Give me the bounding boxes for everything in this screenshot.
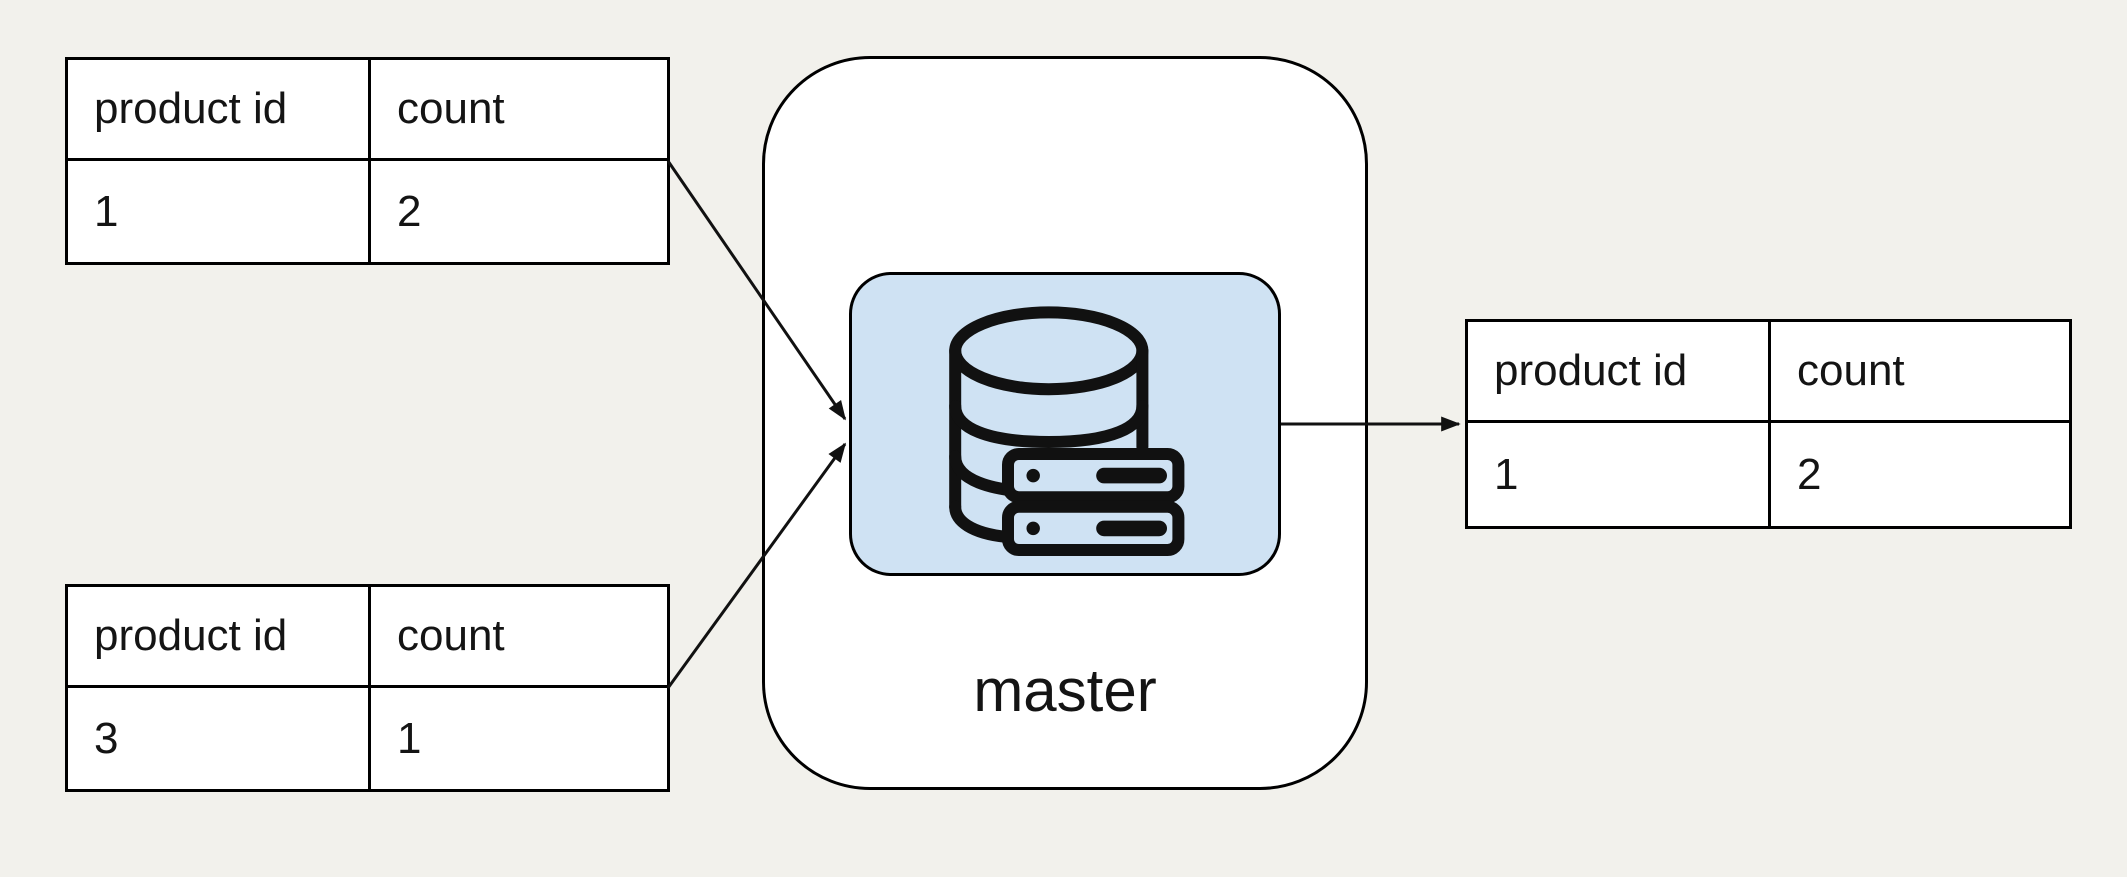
input-table-2-header-product-id: product id: [68, 587, 371, 688]
input-table-1-header-count: count: [371, 60, 667, 161]
output-table-cell-count: 2: [1797, 449, 1822, 499]
output-table-cell-product-id: 1: [1468, 423, 1771, 526]
input-table-1-header-product-id: product id: [68, 60, 371, 161]
output-table-header-product-id: product id: [1468, 322, 1771, 423]
input-table-1-cell-product-id: 1: [68, 161, 371, 262]
output-table: product id count 1 2: [1465, 319, 2072, 529]
master-label: master: [973, 657, 1157, 724]
input-table-1: product id count 1 2: [65, 57, 670, 265]
input-table-2-cell-product-id: 3: [68, 688, 371, 789]
input-table-2-cell-count: 1: [397, 713, 422, 763]
database-server-icon: [949, 306, 1185, 556]
input-table-2-header-count: count: [371, 587, 667, 688]
output-table-header-count: count: [1771, 322, 2069, 423]
database-tile: [849, 272, 1281, 576]
master-node: master: [762, 56, 1368, 790]
input-table-1-cell-count: 2: [397, 186, 422, 236]
input-table-2: product id count 3 1: [65, 584, 670, 792]
